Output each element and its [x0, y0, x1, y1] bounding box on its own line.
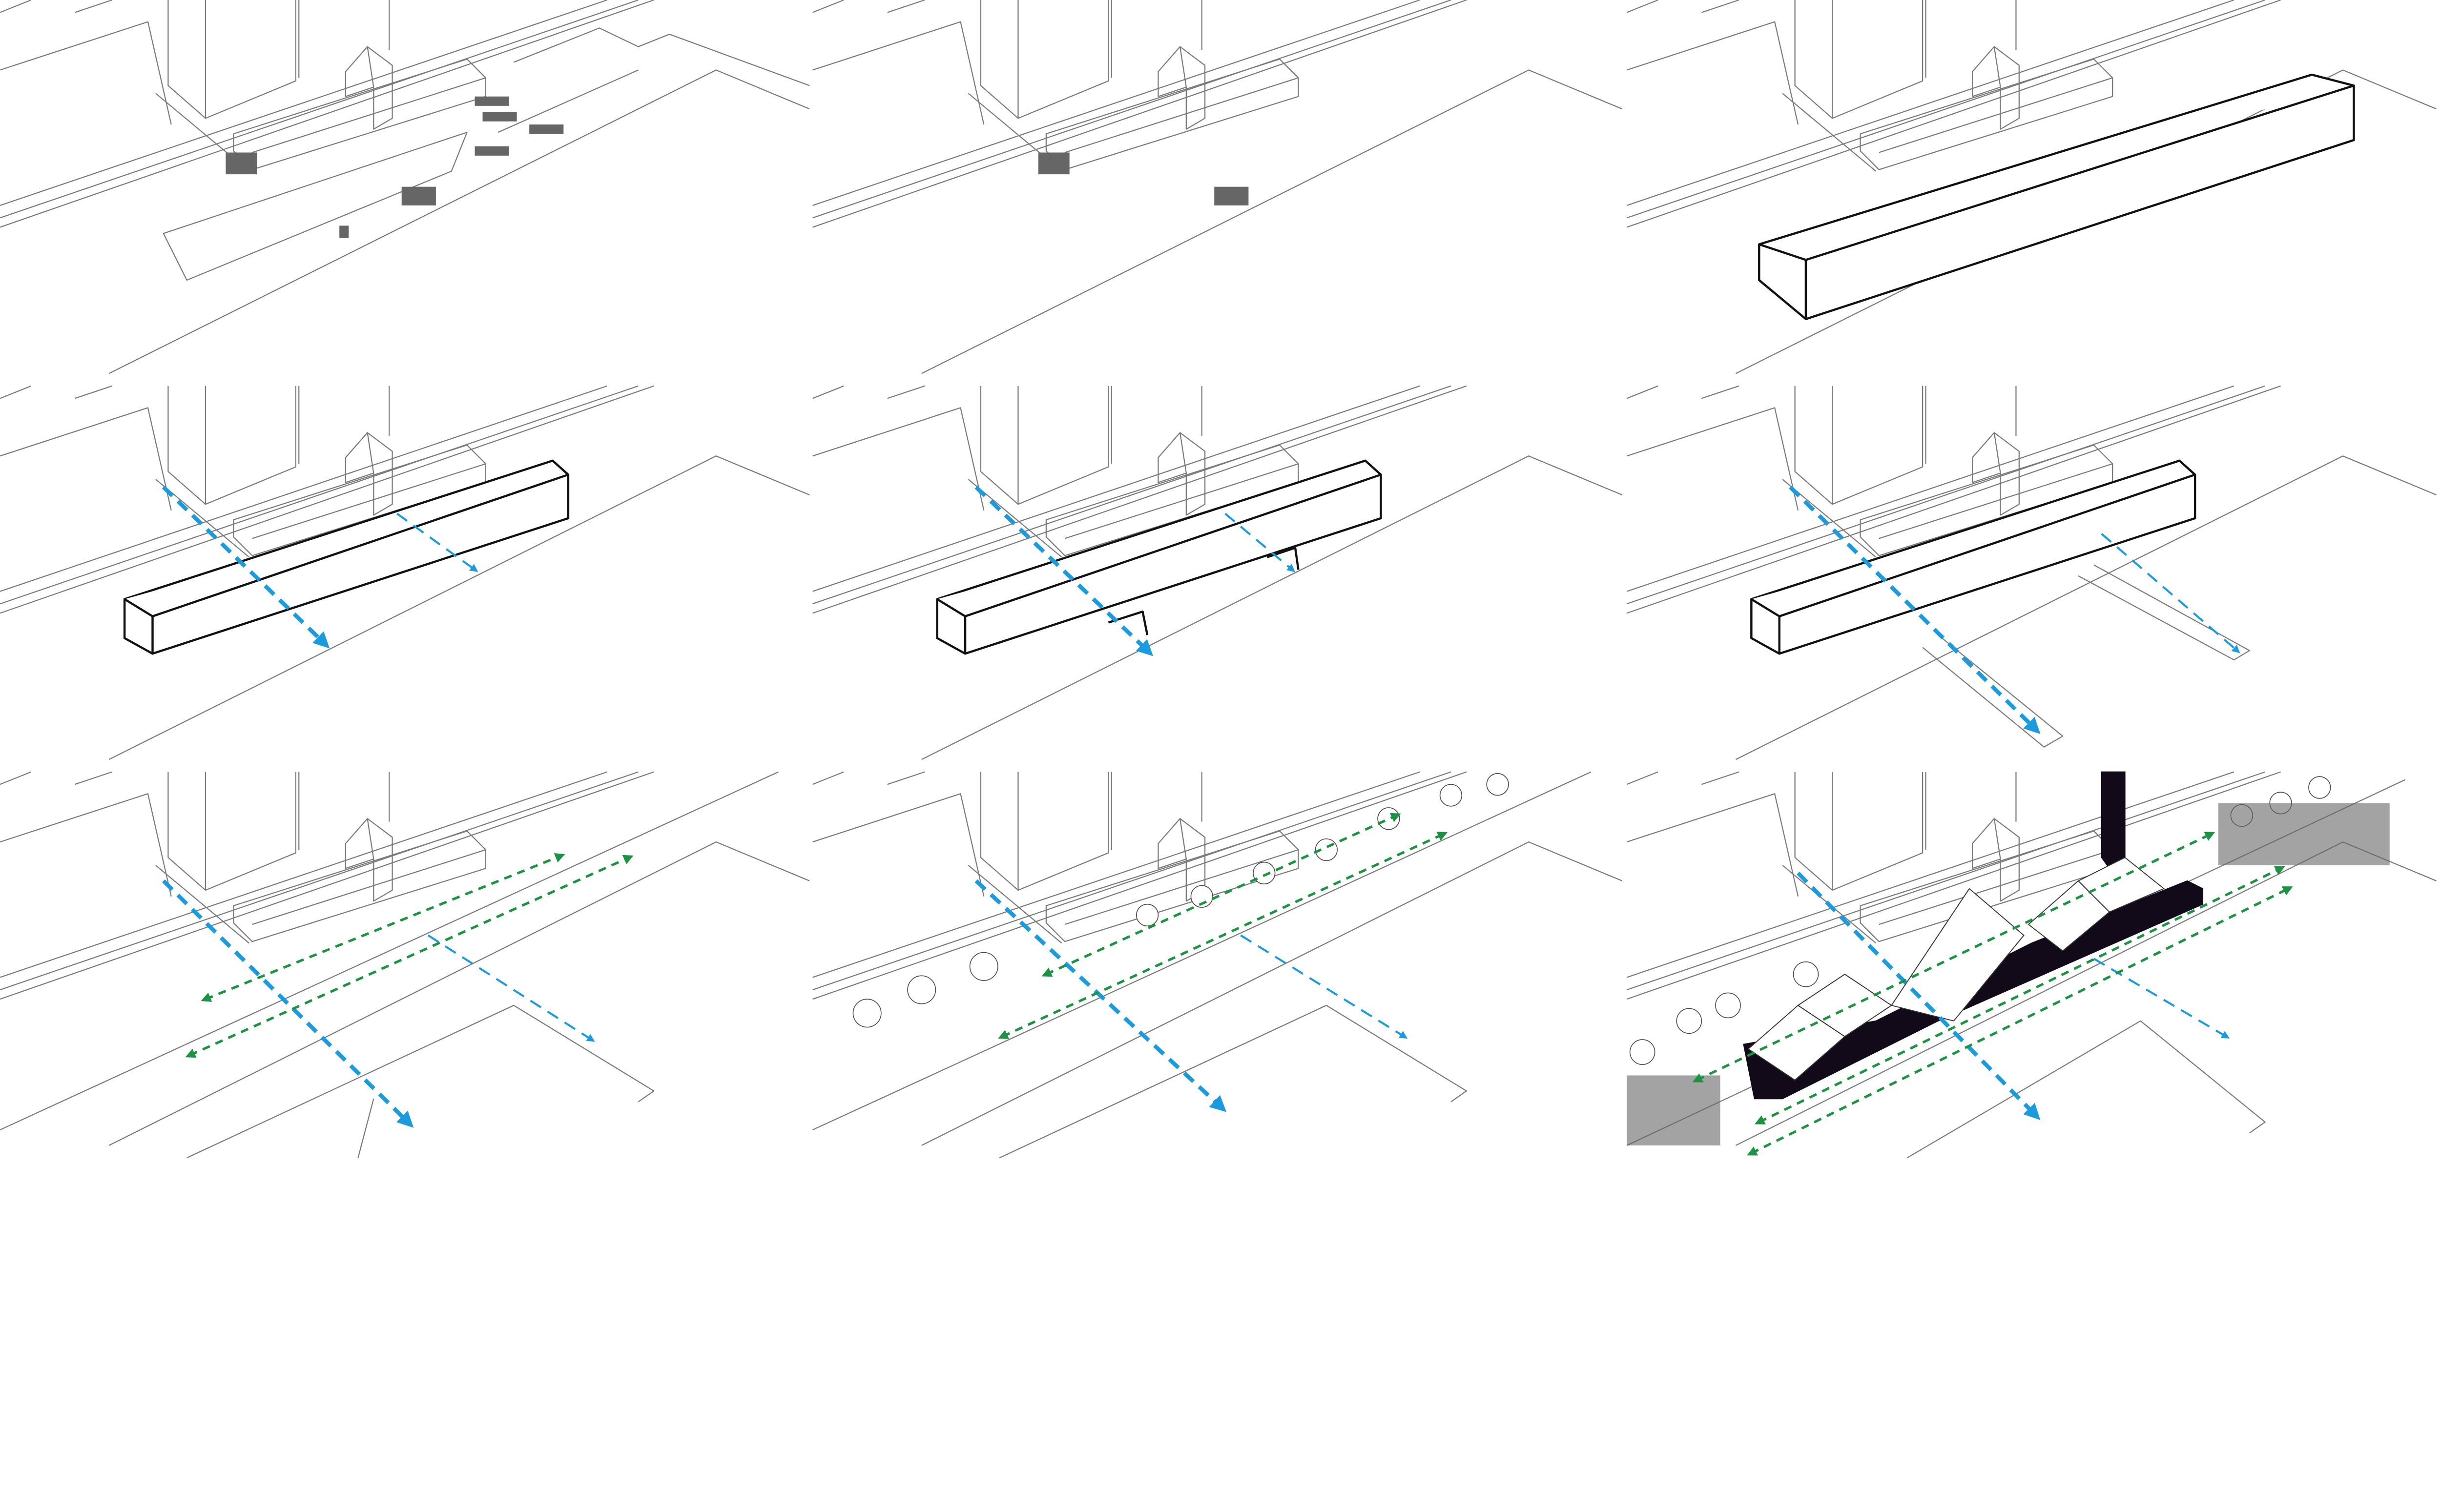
- trees: [852, 773, 1509, 1028]
- crowd: [1627, 803, 2390, 1145]
- panel-existing-site: [0, 0, 810, 374]
- people: [1038, 152, 1249, 205]
- panel-green-axes: [0, 771, 810, 1158]
- panel-final-proposal: [1626, 771, 2437, 1158]
- tower: [2101, 771, 2126, 869]
- people: [226, 152, 436, 205]
- panel-cleared-site: [812, 0, 1623, 374]
- panel-trees: [812, 771, 1623, 1158]
- panel-flows: [0, 385, 810, 760]
- parked-cars: [339, 96, 564, 238]
- panel-openings: [812, 385, 1623, 760]
- building-volume: [1758, 73, 2355, 320]
- panel-passages: [1626, 385, 2437, 760]
- design-process-diagram: [0, 0, 2437, 1158]
- panel-volume: [1626, 0, 2437, 374]
